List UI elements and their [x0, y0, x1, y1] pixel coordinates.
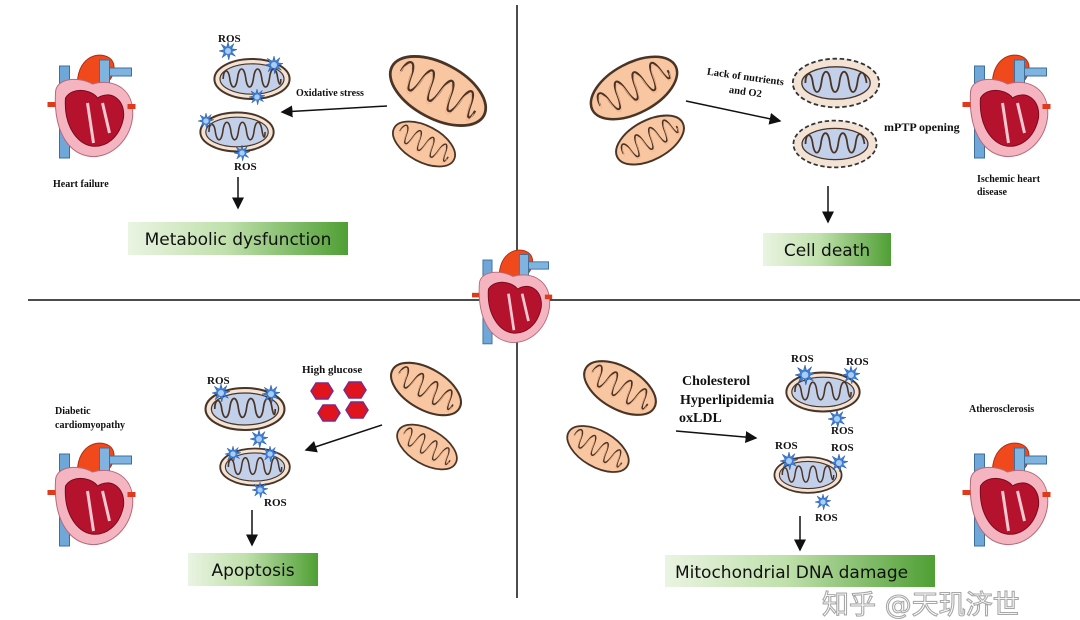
healthy-mitochondrion — [381, 350, 471, 428]
glucose-hexagon-icon — [317, 404, 341, 422]
disease-label: Atherosclerosis — [969, 404, 1034, 415]
outcome-box — [188, 553, 318, 586]
disease-label: Heart failure — [53, 179, 109, 190]
ros-label: ROS — [234, 161, 257, 173]
quadrant-heart-failure: Heart failure ROS ROS Oxidative stress M… — [45, 33, 499, 255]
ros-label: ROS — [815, 512, 838, 524]
disease-label: cardiomyopathy — [55, 420, 125, 431]
ros-label: ROS — [791, 353, 814, 365]
ros-label: ROS — [264, 497, 287, 509]
glucose-hexagon-icon — [310, 382, 334, 400]
disease-label: Ischemic heart — [977, 174, 1041, 185]
swollen-mitochondrion — [792, 119, 878, 169]
glucose-hexagon-icon — [343, 381, 367, 399]
ros-label: ROS — [846, 356, 869, 368]
healthy-mitochondrion — [558, 415, 638, 483]
ros-label: ROS — [831, 425, 854, 437]
ros-burst-icon — [250, 430, 268, 448]
glucose-hexagon-icon — [345, 401, 369, 419]
heart-icon — [45, 53, 138, 160]
watermark: 知乎 @天玑济世 — [822, 590, 1020, 620]
stimulus-label: Oxidative stress — [296, 88, 364, 99]
outcome-label: Mitochondrial DNA damage — [675, 563, 908, 583]
quadrant-atherosclerosis: Cholesterol Hyperlipidemia oxLDL ROS ROS… — [558, 348, 1053, 587]
stimulus-label: Lack of nutrients — [706, 67, 784, 89]
outcome-label: Metabolic dysfunction — [145, 230, 332, 250]
arrow — [280, 105, 388, 118]
quadrant-diabetic-cardiomyopathy: Diabetic cardiomyopathy ROS ROS High glu… — [45, 350, 471, 586]
ros-label: ROS — [218, 33, 241, 45]
ros-label: ROS — [207, 375, 230, 387]
stimulus-label: and O2 — [728, 85, 762, 100]
swollen-mitochondrion — [791, 57, 881, 109]
outcome-label: Cell death — [784, 241, 870, 261]
heart-icon — [45, 441, 138, 548]
outcome-box — [763, 233, 891, 266]
healthy-mitochondrion — [574, 348, 666, 428]
heart-icon — [960, 53, 1053, 160]
stimulus-label: High glucose — [302, 364, 362, 376]
center-heart-icon — [472, 248, 554, 346]
ros-burst-icon — [815, 494, 831, 510]
mechanism-label: mPTP opening — [884, 120, 960, 134]
arrow — [304, 424, 383, 453]
damaged-mitochondrion — [199, 111, 275, 153]
healthy-mitochondrion — [388, 414, 466, 480]
disease-label: disease — [977, 187, 1008, 198]
stimulus-label: oxLDL — [679, 411, 722, 426]
outcome-label: Apoptosis — [211, 561, 294, 581]
stimulus-label: Hyperlipidemia — [680, 393, 774, 408]
arrow — [685, 100, 782, 125]
disease-label: Diabetic — [55, 406, 91, 417]
outcome-box — [128, 222, 348, 255]
ros-label: ROS — [775, 440, 798, 452]
heart-icon — [960, 441, 1053, 548]
arrow — [675, 430, 758, 444]
quadrant-ischemic-heart-disease: Lack of nutrients and O2 mPTP opening Is… — [579, 42, 1053, 266]
stimulus-label: Cholesterol — [682, 374, 750, 389]
ros-label: ROS — [831, 442, 854, 454]
outcome-box — [665, 555, 935, 587]
